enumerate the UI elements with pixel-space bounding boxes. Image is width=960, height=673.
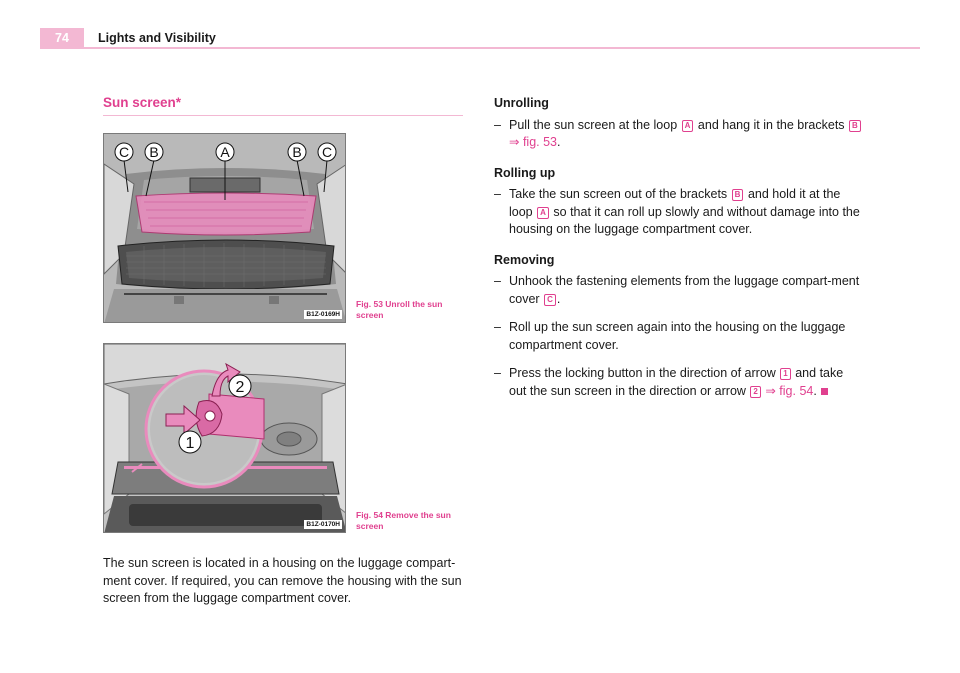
sun-screen-remove-illustration: 2 1 [104,344,345,532]
step-text: Pull the sun screen at the loop [509,117,678,132]
figure-54-image: 2 1 B1Z-0170H [103,343,346,533]
callout-arrow-2: 2 [236,379,245,396]
step-text: Roll up the sun screen again into the ho… [509,320,846,352]
loop-a-badge: A [681,119,694,132]
step-dash: – [494,187,501,201]
step-text: Press the locking button in the directio… [509,366,776,380]
step-text: so that it can roll up slowly and withou… [509,204,860,237]
callout-b-left: B [149,144,158,160]
arrow-2-badge: 2 [750,385,761,398]
section-rule [103,115,463,116]
header-rule [40,47,920,49]
rolling-up-step: – Take the sun screen out of the bracket… [494,186,864,239]
rolling-up-heading: Rolling up [494,165,556,180]
callout-b-right: B [292,144,301,160]
step-text: and hang it in the brackets [697,117,845,132]
page-number: 74 [40,28,84,48]
callout-c-right: C [322,144,332,160]
figure-53-caption: Fig. 53 Unroll the sun screen [356,299,443,320]
step-text: Take the sun screen out of the brackets [509,187,728,201]
step-text: and hold it at the loop [509,187,841,219]
intro-paragraph: The sun screen is located in a housing o… [103,556,462,605]
step-dash: – [494,274,501,288]
step-dash: – [494,320,501,334]
unrolling-step: – Pull the sun screen at the loop A and … [494,117,864,152]
figure-54-caption: Fig. 54 Remove the sun screen [356,510,451,531]
arrow-1-badge: 1 [780,368,791,380]
fig-54-link[interactable]: ⇒ fig. 54 [765,383,814,398]
callout-arrow-1: 1 [186,435,195,452]
step-dash: – [494,366,501,380]
removing-step-2: – Roll up the sun screen again into the … [494,319,864,354]
chapter-title: Lights and Visibility [98,31,216,45]
bracket-b-badge: B [849,119,861,132]
removing-step-3: – Press the locking button in the direct… [494,365,864,400]
step-text: . [813,383,817,398]
sun-screen-unroll-illustration: C B A B C [104,134,345,322]
step-text: and take out the sun screen in the direc… [509,366,844,398]
bracket-b-badge: B [731,189,744,201]
step-text: . [557,135,561,149]
callout-c-left: C [119,144,129,160]
unrolling-heading: Unrolling [494,96,549,110]
removing-step-1: – Unhook the fastening elements from the… [494,273,864,308]
section-end-mark [820,387,828,395]
figure-53-code: B1Z-0169H [304,310,342,319]
figure-54-code: B1Z-0170H [304,520,342,529]
step-text: . [556,291,561,306]
fig-53-link[interactable]: ⇒ fig. 53 [509,135,557,149]
step-text: Unhook the fastening elements from the l… [509,274,860,306]
removing-heading: Removing [494,252,555,267]
section-title: Sun screen* [103,95,182,110]
step-dash: – [494,117,501,132]
loop-a-badge: A [537,206,549,219]
figure-53-image: C B A B C B1Z-0169H [103,133,346,323]
callout-a: A [220,144,230,160]
fastening-c-badge: C [544,293,556,306]
instructions-column: Unrolling – Pull the sun screen at the l… [494,95,864,411]
